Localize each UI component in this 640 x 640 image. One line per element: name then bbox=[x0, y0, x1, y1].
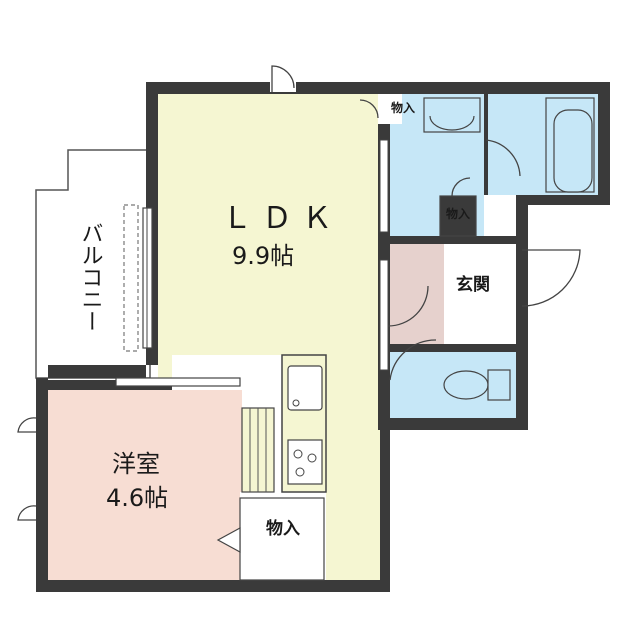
doors bbox=[17, 65, 581, 554]
windows bbox=[115, 139, 389, 387]
closet-stripes bbox=[249, 408, 267, 492]
sink bbox=[287, 365, 323, 411]
entrance-floor bbox=[390, 244, 444, 346]
western-room-label: 洋室 bbox=[112, 450, 160, 478]
shoe-box bbox=[446, 244, 516, 344]
ldk-label: ＬＤＫ bbox=[222, 201, 342, 236]
kitchen-fixtures bbox=[287, 365, 323, 485]
western-room-size: 4.6帖 bbox=[106, 484, 168, 512]
balcony-drain bbox=[123, 204, 139, 352]
stove bbox=[287, 439, 323, 485]
western-room-floor bbox=[48, 390, 242, 580]
entrance-label: 玄関 bbox=[456, 274, 490, 295]
washbasin bbox=[423, 97, 481, 133]
toilet bbox=[443, 369, 511, 401]
storage-mid-label: 物入 bbox=[446, 206, 470, 221]
storage-bottom-floor bbox=[239, 497, 325, 581]
storage-ldk-floor bbox=[378, 94, 402, 124]
storage-top-label: 物入 bbox=[391, 100, 415, 115]
ldk-size: 9.9帖 bbox=[232, 242, 294, 270]
storage-bottom-label: 物入 bbox=[266, 518, 300, 539]
bathtub bbox=[545, 97, 595, 193]
balcony-label: バルコニー bbox=[78, 222, 103, 332]
